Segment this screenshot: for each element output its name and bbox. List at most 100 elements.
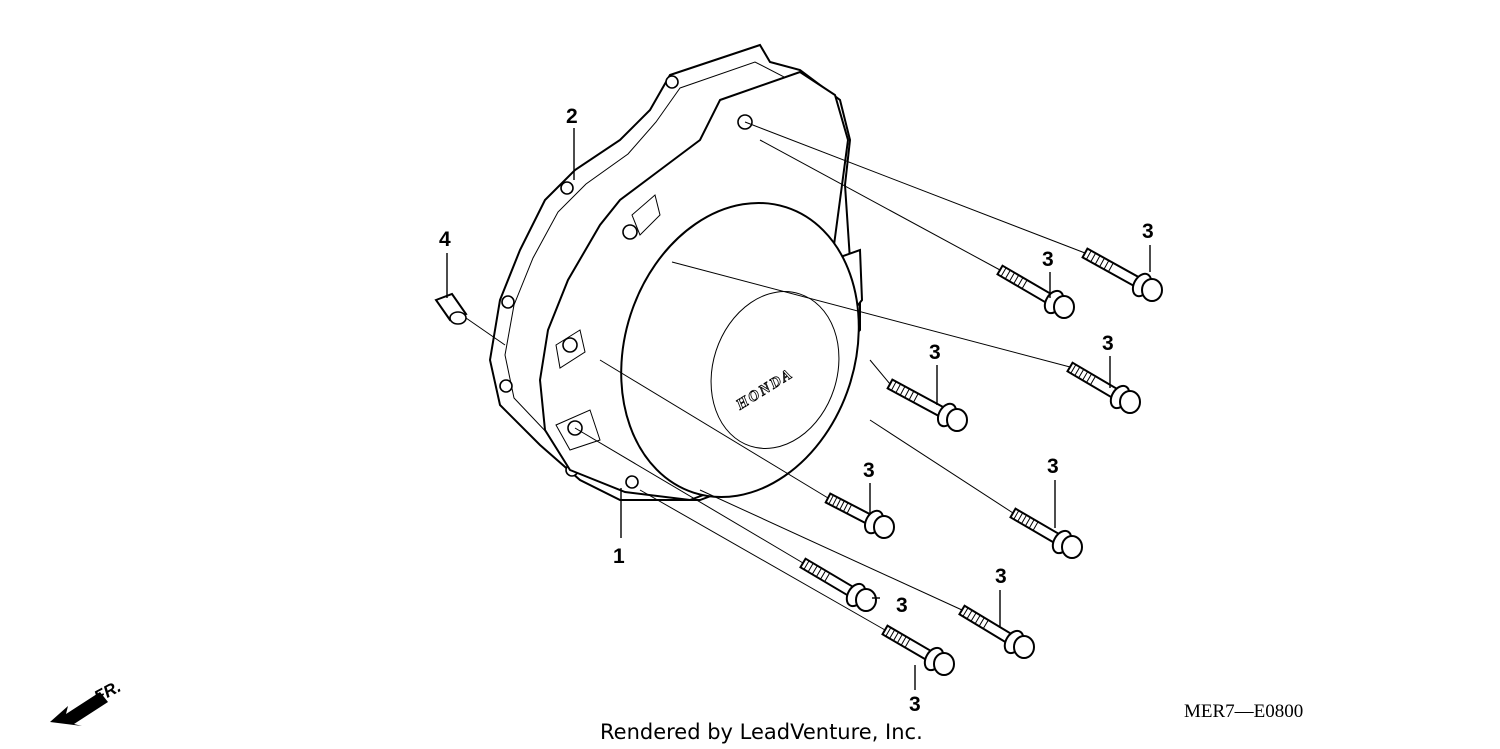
label-bolt-7: 3 [995, 565, 1007, 588]
bolt-thread [839, 500, 845, 510]
bolt-thread [900, 636, 907, 646]
label-bolt-8: 3 [896, 594, 908, 617]
label-bolt-9: 3 [909, 693, 921, 716]
bolt-thread [835, 498, 842, 509]
bolt-thread [1085, 250, 1092, 260]
bolt-head [933, 652, 955, 676]
bolt-4 [869, 359, 968, 432]
bolt-alignment-line [744, 121, 1086, 254]
bolt-thread [1107, 262, 1114, 272]
bolt-head [1053, 295, 1075, 319]
bolt-thread [904, 388, 910, 398]
bolt-8 [574, 427, 880, 612]
bolt-thread [885, 627, 892, 637]
bolt-9 [639, 489, 955, 690]
bolt-thread [1082, 371, 1089, 381]
bolt-thread [1090, 252, 1097, 263]
bolt-thread [974, 614, 981, 624]
bolt-thread [1094, 255, 1101, 265]
label-part-2: 2 [566, 105, 578, 128]
bolt-thread [1089, 375, 1096, 386]
bolt-thread [1032, 521, 1039, 531]
bolt-thread [1024, 517, 1031, 527]
bolt-alignment-line [639, 489, 886, 631]
bolt-alignment-line [759, 139, 1001, 271]
bolt-thread [1013, 510, 1020, 520]
bolt-thread [815, 567, 822, 578]
bolt-alignment-line [599, 359, 829, 499]
bolt-2 [759, 139, 1075, 319]
bolt-thread [1004, 269, 1011, 280]
label-part-4: 4 [439, 228, 451, 251]
bolt-thread [893, 631, 899, 641]
label-part-1: 1 [613, 545, 625, 568]
bolt-thread [1009, 272, 1015, 282]
bolt-thread [1028, 519, 1035, 529]
bolt-thread [970, 612, 977, 622]
bolt-thread [1017, 277, 1024, 287]
bolt-thread [1070, 364, 1077, 374]
bolts-group [574, 121, 1163, 690]
bolt-7 [699, 489, 1035, 659]
bolt-thread [1017, 512, 1024, 522]
bolt-thread [820, 570, 827, 580]
render-credit: Rendered by LeadVenture, Inc. [600, 720, 923, 744]
bolt-thread [824, 572, 831, 582]
generator-cover: HONDA [538, 70, 864, 502]
bolt-alignment-line [671, 261, 1071, 368]
bolt-head [1119, 390, 1141, 414]
bolt-head [1141, 278, 1163, 302]
bolt-thread [982, 619, 989, 629]
bolt-thread [908, 390, 915, 401]
bolt-head [855, 588, 877, 612]
bolt-thread [913, 393, 919, 403]
bolt-thread [889, 629, 896, 639]
bolt-thread [904, 638, 911, 648]
bolt-thread [962, 607, 969, 617]
bolt-thread [842, 502, 849, 512]
bolt-thread [1021, 279, 1028, 289]
bolt-thread [896, 634, 903, 644]
bolt-thread [832, 496, 838, 507]
front-direction-arrow: FR. [50, 677, 124, 726]
bolt-thread [803, 560, 810, 570]
bolt-thread [1099, 257, 1105, 268]
bolt-3 [671, 261, 1141, 414]
bolt-alignment-line [574, 427, 804, 564]
bolt-thread [978, 617, 985, 627]
label-bolt-3: 3 [1102, 332, 1114, 355]
label-bolt-1: 3 [1142, 220, 1154, 243]
bolt-head [1013, 635, 1035, 659]
label-bolt-2: 3 [1042, 248, 1054, 271]
label-bolt-4: 3 [929, 341, 941, 364]
label-bolt-5: 3 [1047, 455, 1059, 478]
bolt-thread [1013, 274, 1020, 285]
bolt-head [873, 515, 895, 539]
bolt-thread [890, 381, 897, 391]
bolt-thread [1074, 366, 1081, 376]
bolt-alignment-line [699, 489, 963, 611]
bolt-thread [1000, 267, 1007, 277]
bolt-thread [828, 494, 834, 505]
bolt-thread [807, 562, 814, 573]
bolt-thread [966, 610, 973, 620]
bolt-thread [1021, 514, 1027, 524]
diagram-code: MER7—E0800 [1184, 701, 1303, 722]
bolt-head [946, 408, 968, 432]
bolt-thread [1078, 369, 1085, 379]
dowel-pin [434, 253, 506, 346]
bolt-head [1061, 535, 1083, 559]
bolt-1 [744, 121, 1163, 302]
bolt-alignment-line [869, 359, 891, 385]
bolt-thread [1086, 373, 1093, 383]
bolt-thread [899, 386, 906, 396]
bolt-thread [1103, 260, 1110, 270]
bolt-alignment-line [869, 419, 1014, 514]
label-bolt-6: 3 [863, 459, 875, 482]
bolt-thread [846, 504, 853, 514]
bolt-thread [811, 565, 818, 575]
bolt-5 [869, 419, 1083, 559]
bolt-thread [895, 383, 902, 394]
bolt-6 [599, 359, 895, 539]
